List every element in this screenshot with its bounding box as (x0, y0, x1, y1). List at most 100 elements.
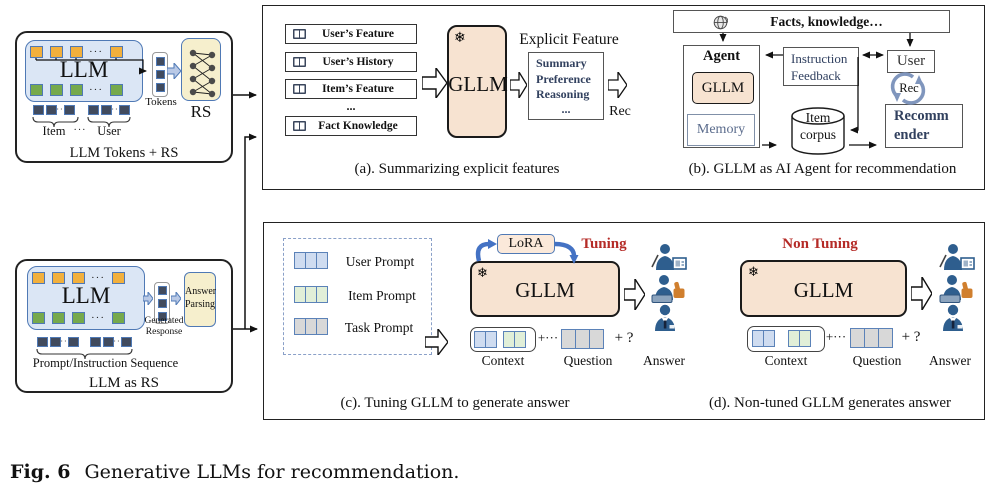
token-square (101, 105, 112, 115)
gllm-label: GLLM (448, 71, 508, 96)
llm-label: LLM (59, 57, 109, 82)
token-square (30, 46, 43, 58)
block-arrow-icon (624, 279, 645, 310)
token-square (110, 46, 123, 58)
ellipsis: ·· (111, 104, 119, 114)
block-arrow-icon (510, 72, 527, 98)
ellipsis: ··· (91, 312, 105, 324)
token-square (32, 312, 45, 324)
context-item-tokens (788, 330, 811, 347)
input-fact-knowledge: Fact Knowledge (285, 116, 417, 136)
input-user-history: User’s History (285, 52, 417, 72)
context-label: Context (764, 352, 808, 368)
gllm-module-d: ❄ GLLM (740, 260, 907, 317)
token-square (121, 337, 132, 347)
summary-line: Preference (536, 71, 591, 86)
explicit-feature-label: Explicit Feature (519, 30, 619, 48)
summary-line: ... (561, 101, 571, 116)
caption-c: (c). Tuning GLLM to generate answer (340, 395, 570, 411)
caption-a: (a). Summarizing explicit features (354, 161, 560, 177)
answer-label: Answer (643, 352, 685, 368)
user-prompt-strip (294, 252, 328, 269)
task-prompt-label: Task Prompt (344, 320, 414, 335)
book-icon (293, 57, 306, 67)
answer-parsing-module: Answer Parsing (184, 272, 216, 327)
context-user-tokens (752, 330, 775, 347)
snowflake-icon: ❄ (454, 30, 466, 46)
item-prompt-strip (294, 286, 328, 303)
book-icon (293, 29, 306, 39)
token-square (68, 337, 79, 347)
item-corpus-label: corpus (800, 127, 836, 142)
input-label: Item’s Feature (322, 83, 394, 95)
summary-line: Summary (536, 56, 587, 70)
summary-line: Reasoning (536, 87, 590, 101)
input-item-feature: Item’s Feature (285, 79, 417, 99)
plus-dots: +··· (537, 330, 559, 345)
non-tuning-label: Non Tuning (782, 235, 858, 252)
caption-d: (d). Non-tuned GLLM generates answer (709, 395, 951, 411)
token-square (112, 272, 125, 284)
tuning-label: Tuning (581, 235, 627, 252)
rs-module (181, 38, 221, 101)
plus-dots: +··· (825, 329, 847, 344)
facts-label: Facts, knowledge… (770, 13, 883, 29)
gllm-label: GLLM (701, 79, 745, 96)
token-square (88, 105, 99, 115)
gllm-label: GLLM (515, 277, 575, 302)
panel-cd-container (263, 222, 985, 420)
tokens-label: Tokens (145, 95, 177, 108)
token-square (32, 272, 45, 284)
prompt-sequence-label: Prompt/Instruction Sequence (32, 355, 179, 370)
user-prompt-label: User Prompt (345, 254, 415, 269)
token-square (52, 312, 65, 324)
book-icon (293, 121, 306, 131)
ellipsis: ·· (113, 336, 121, 346)
ellipsis: ··· (91, 272, 105, 284)
instruction-label: Instruction (791, 51, 848, 66)
token-square (33, 105, 44, 115)
question-label: Question (563, 352, 613, 368)
lora-box: LoRA (497, 234, 555, 254)
user-label: User (896, 53, 926, 69)
context-user-tokens (474, 331, 497, 348)
llm-module-bottom (27, 266, 145, 330)
ellipsis: ··· (89, 84, 103, 96)
token-square (90, 337, 101, 347)
explicit-feature-box: Summary Preference Reasoning ... (528, 52, 604, 120)
gllm-label: GLLM (793, 277, 854, 302)
rs-label: RS (190, 102, 212, 121)
memory-box: Memory (687, 114, 755, 146)
item-corpus-label: Item (805, 109, 831, 125)
gllm-module-a: ❄ GLLM (447, 25, 508, 138)
token-square (70, 46, 83, 58)
figure-caption-label: Fig. 6 (10, 461, 71, 483)
rec-label: Rec (609, 104, 631, 119)
context-item-tokens (503, 331, 526, 348)
context-label: Context (481, 352, 525, 368)
generated-response-label: Generated Response (144, 316, 184, 337)
prompt-group-box (283, 238, 432, 355)
token-square (112, 312, 125, 324)
user-box: User (887, 50, 935, 73)
snowflake-icon: ❄ (477, 266, 488, 281)
instruction-feedback-box: Instruction Feedback (783, 47, 859, 86)
users-icons (651, 243, 687, 331)
token-square (64, 105, 75, 115)
block-arrow-icon (422, 68, 447, 98)
token-square (37, 337, 48, 347)
generated-response-stack (154, 282, 170, 324)
ellipsis: ··· (73, 125, 87, 136)
blue-arrow-icon (171, 292, 181, 305)
input-label: Fact Knowledge (318, 120, 398, 132)
question-label: Question (852, 352, 902, 368)
question-strip-c (561, 329, 604, 349)
token-square (110, 84, 123, 96)
blue-arrow-icon (167, 63, 181, 79)
book-icon (293, 84, 306, 94)
token-square (52, 272, 65, 284)
token-square (103, 337, 114, 347)
rec-cycle-label: Rec (899, 80, 919, 95)
recommender-label: Recomm (894, 108, 949, 124)
